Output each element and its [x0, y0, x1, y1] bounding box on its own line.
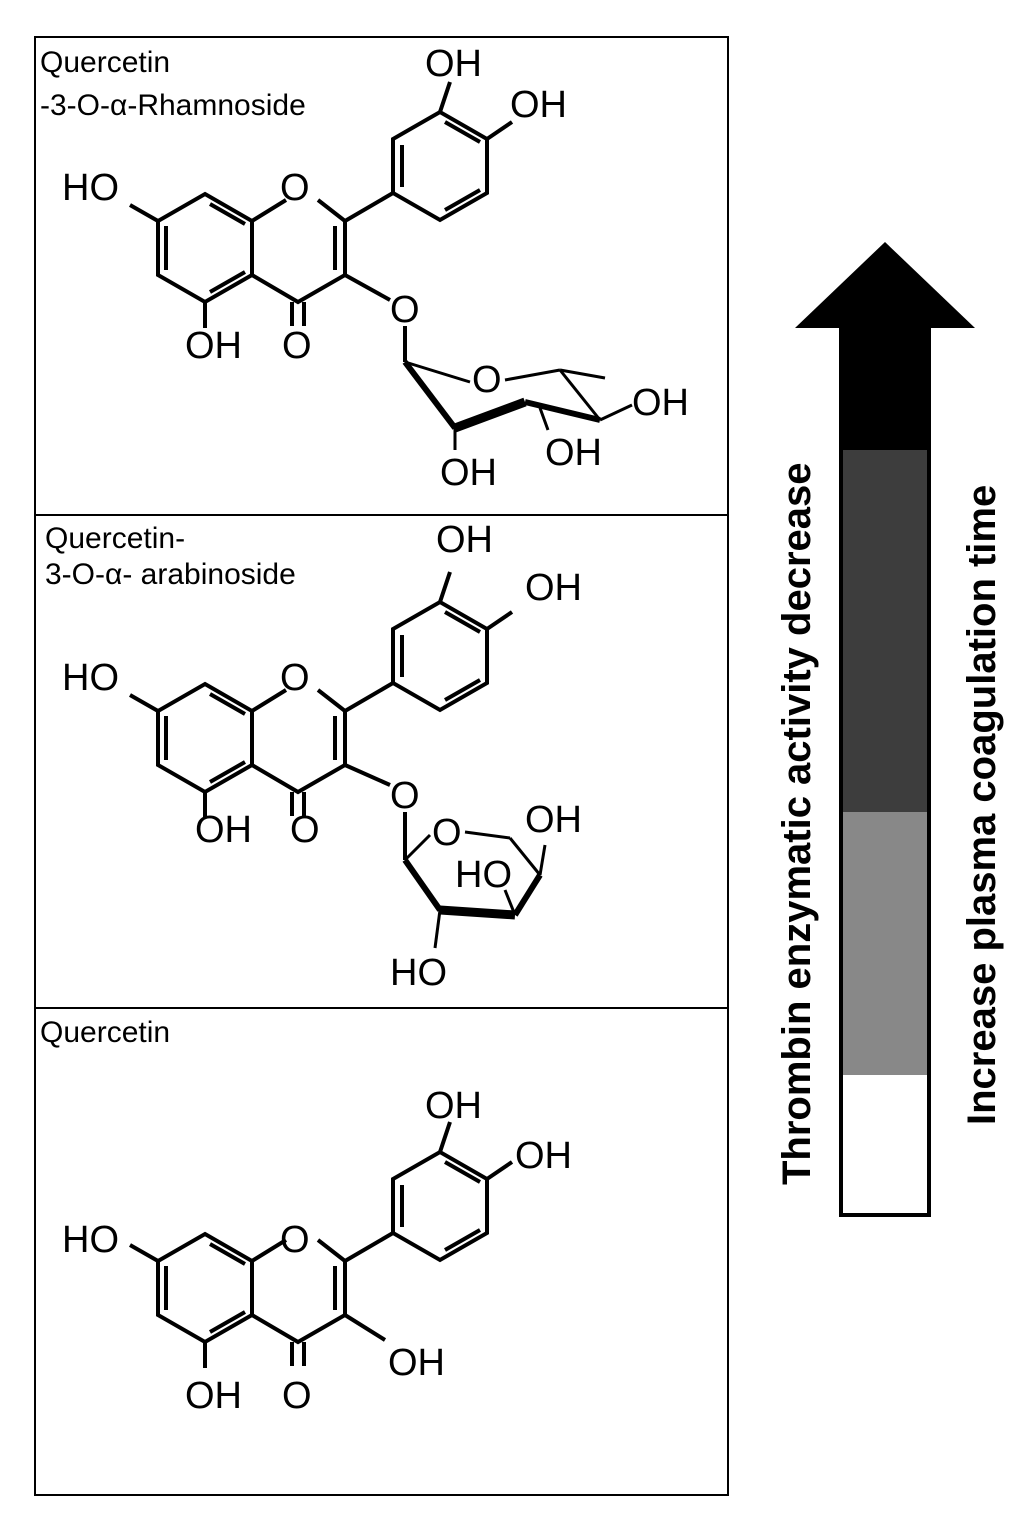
panel-label-line-2: 3-O-α- arabinoside [45, 558, 296, 591]
atom-label: OH [510, 84, 567, 126]
atom-label: O [390, 289, 420, 331]
atom-label: O [290, 809, 320, 851]
bar-segment-black [841, 328, 929, 450]
arrow-head [795, 242, 975, 328]
panel-label-line-1: Quercetin- [45, 522, 185, 555]
atom-label: OH [525, 799, 582, 841]
atom-label: O [390, 775, 420, 817]
atom-label: HO [62, 657, 119, 699]
bar-outline [839, 326, 931, 1217]
bar-segment-lightgray [841, 812, 929, 1075]
atom-label: OH [545, 432, 602, 474]
panel-quercetin: Quercetin HO O OH O OH OH OH [40, 1016, 572, 1417]
atom-label: OH [436, 519, 493, 561]
panel-quercetin-arabinoside: Quercetin- 3-O-α- arabinoside HO O OH O … [45, 519, 582, 994]
atom-label: OH [425, 1085, 482, 1127]
structure-panel-stack [34, 36, 729, 1496]
atom-label: HO [62, 1219, 119, 1261]
atom-label: OH [185, 1375, 242, 1417]
panel-label-line-1: Quercetin [40, 1016, 170, 1049]
atom-label: OH [632, 382, 689, 424]
atom-label: OH [515, 1135, 572, 1177]
panel-label-line-1: Quercetin [40, 46, 170, 79]
atom-label: O [472, 359, 502, 401]
panel-quercetin-rhamnoside: Quercetin -3-O-α-Rhamnoside HO O OH O OH… [40, 43, 689, 494]
label-coagulation-time: Increase plasma coagulation time [960, 485, 1004, 1125]
atom-label: O [280, 167, 310, 209]
atom-label: O [432, 812, 462, 854]
atom-label: OH [388, 1342, 445, 1384]
atom-label: O [280, 657, 310, 699]
panel-label-line-2: -3-O-α-Rhamnoside [40, 89, 306, 122]
atom-label: O [282, 325, 312, 367]
gradient-arrow [795, 242, 975, 1217]
atom-label: O [282, 1375, 312, 1417]
atom-label: OH [185, 325, 242, 367]
atom-label: OH [525, 567, 582, 609]
atom-label: OH [195, 809, 252, 851]
bar-segment-darkgray [841, 450, 929, 812]
atom-label: O [280, 1219, 310, 1261]
atom-label: HO [62, 167, 119, 209]
atom-label: OH [440, 452, 497, 494]
label-thrombin-activity: Thrombin enzymatic activity decrease [775, 463, 819, 1186]
atom-label: OH [425, 43, 482, 85]
bar-segment-white [841, 1075, 929, 1215]
atom-label: HO [390, 952, 447, 994]
atom-label: HO [455, 854, 512, 896]
